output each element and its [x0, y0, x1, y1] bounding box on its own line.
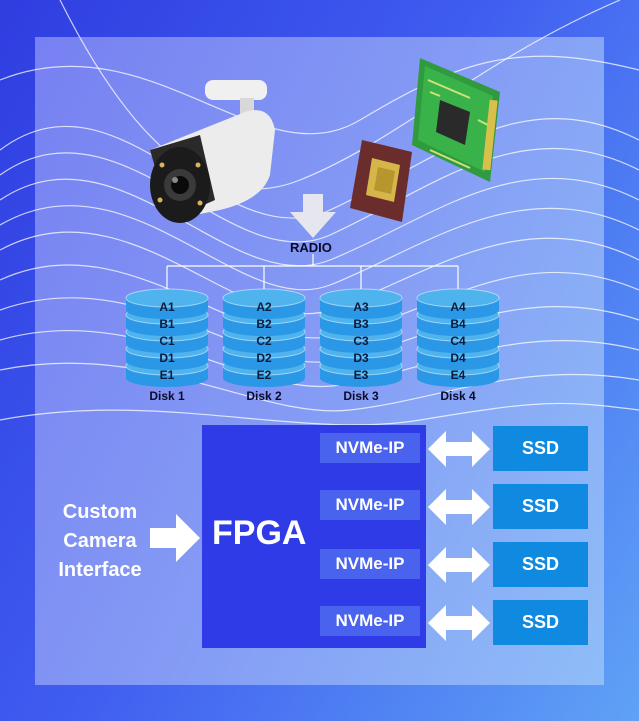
disk-block-label: A2: [256, 300, 272, 314]
nvme-ip-3: NVMe-IP: [320, 549, 420, 579]
disk-block-label: E1: [160, 368, 175, 382]
disk-block-label: E2: [257, 368, 272, 382]
circuit-board-icon: [412, 58, 500, 182]
disk-connector-lines: [166, 254, 459, 290]
disk-block-label: D4: [450, 351, 466, 365]
processor-chip-icon: [350, 140, 412, 222]
double-arrow-icon-4: [428, 605, 490, 641]
disk-block-label: C1: [159, 334, 175, 348]
double-arrow-icon-3: [428, 547, 490, 583]
disk-name-label: Disk 1: [149, 389, 185, 403]
fpga-title: FPGA: [212, 514, 307, 552]
nvme-ip-4: NVMe-IP: [320, 606, 420, 636]
double-arrow-group: [428, 431, 490, 641]
ssd-4: SSD: [493, 600, 588, 645]
camera-interface-line-3: Interface: [58, 559, 142, 581]
disk-block-label: B2: [256, 317, 272, 331]
disk-block-label: D3: [353, 351, 369, 365]
nvme-ip-2: NVMe-IP: [320, 490, 420, 520]
disk-block-label: A4: [450, 300, 466, 314]
disk-name-label: Disk 2: [246, 389, 282, 403]
disk-block-label: B3: [353, 317, 369, 331]
disk-block-label: A3: [353, 300, 369, 314]
double-arrow-icon-2: [428, 489, 490, 525]
nvme-ip-1: NVMe-IP: [320, 433, 420, 463]
disk-layer-top: [416, 288, 500, 308]
disk-name-label: Disk 3: [343, 389, 379, 403]
disk-name-label: Disk 4: [440, 389, 476, 403]
security-camera-icon: [150, 80, 275, 223]
ssd-2: SSD: [493, 484, 588, 529]
ssd-1: SSD: [493, 426, 588, 471]
disk-layer-top: [125, 288, 209, 308]
camera-interface-line-2: Camera: [63, 530, 137, 552]
disk-layer-top: [319, 288, 403, 308]
down-arrow-icon: [290, 194, 336, 238]
camera-interface-label: Custom Camera Interface: [40, 498, 160, 585]
ssd-3: SSD: [493, 542, 588, 587]
disk-block-label: B1: [159, 317, 175, 331]
radio-label: RADIO: [290, 240, 332, 255]
wave-lines: [0, 0, 639, 425]
input-arrow-icon: [150, 514, 200, 562]
disk-block-label: D2: [256, 351, 272, 365]
disk-block-label: B4: [450, 317, 466, 331]
disk-block-label: C3: [353, 334, 369, 348]
camera-interface-line-1: Custom: [62, 501, 138, 523]
double-arrow-icon-1: [428, 431, 490, 467]
disk-block-label: D1: [159, 351, 175, 365]
disk-block-label: C2: [256, 334, 272, 348]
disk-layer-top: [222, 288, 306, 308]
disk-block-label: E4: [451, 368, 466, 382]
disk-block-label: A1: [159, 300, 175, 314]
disk-block-label: E3: [354, 368, 369, 382]
disk-block-label: C4: [450, 334, 466, 348]
